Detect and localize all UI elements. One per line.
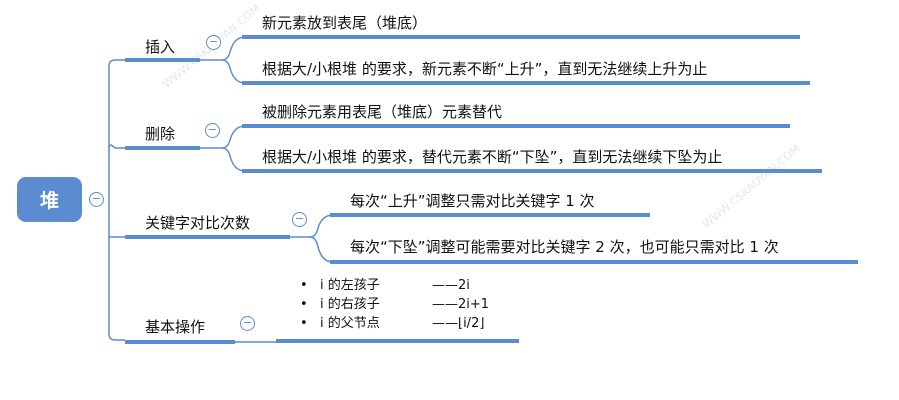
leaf-compare-1[interactable]: 每次“上升”调整只需对比关键字 1 次 [350, 192, 595, 210]
list-item: • i 的右孩子 ——2i+1 [300, 295, 489, 314]
collapse-basic-icon[interactable]: − [240, 316, 255, 331]
bullet: • [300, 297, 308, 312]
leaf-delete-2[interactable]: 根据大/小根堆 的要求，替代元素不断“下坠”，直到无法继续下坠为止 [262, 148, 723, 166]
collapse-root-icon[interactable]: − [89, 192, 104, 207]
collapse-insert-icon[interactable]: − [206, 35, 221, 50]
item-name: i 的右孩子 [320, 297, 380, 312]
leaf-insert-1[interactable]: 新元素放到表尾（堆底） [262, 14, 428, 32]
basic-operations-list[interactable]: • i 的左孩子 ——2i • i 的右孩子 ——2i+1 • i 的父节点 ——⌊i/2⌋ [300, 276, 489, 333]
collapse-compare-icon[interactable]: − [292, 212, 307, 227]
root-label: 堆 [39, 190, 59, 212]
leaf-delete-1[interactable]: 被删除元素用表尾（堆底）元素替代 [262, 103, 503, 121]
branch-insert[interactable]: 插入 [145, 38, 176, 56]
bullet: • [300, 278, 308, 293]
branch-compare[interactable]: 关键字对比次数 [145, 214, 251, 232]
root-node[interactable]: 堆 [17, 177, 82, 222]
collapse-delete-icon[interactable]: − [205, 123, 220, 138]
item-value: ——2i+1 [432, 297, 490, 312]
bullet: • [300, 316, 308, 331]
item-name: i 的左孩子 [320, 278, 380, 293]
leaf-insert-2[interactable]: 根据大/小根堆 的要求，新元素不断“上升”，直到无法继续上升为止 [262, 60, 708, 78]
list-item: • i 的父节点 ——⌊i/2⌋ [300, 314, 489, 333]
branch-delete[interactable]: 删除 [145, 125, 176, 143]
item-value: ——2i [432, 278, 470, 293]
item-value: ——⌊i/2⌋ [432, 316, 485, 331]
leaf-compare-2[interactable]: 每次“下坠”调整可能需要对比关键字 2 次，也可能只需对比 1 次 [350, 238, 779, 256]
item-name: i 的父节点 [320, 316, 380, 331]
list-item: • i 的左孩子 ——2i [300, 276, 489, 295]
branch-basic[interactable]: 基本操作 [145, 318, 206, 336]
